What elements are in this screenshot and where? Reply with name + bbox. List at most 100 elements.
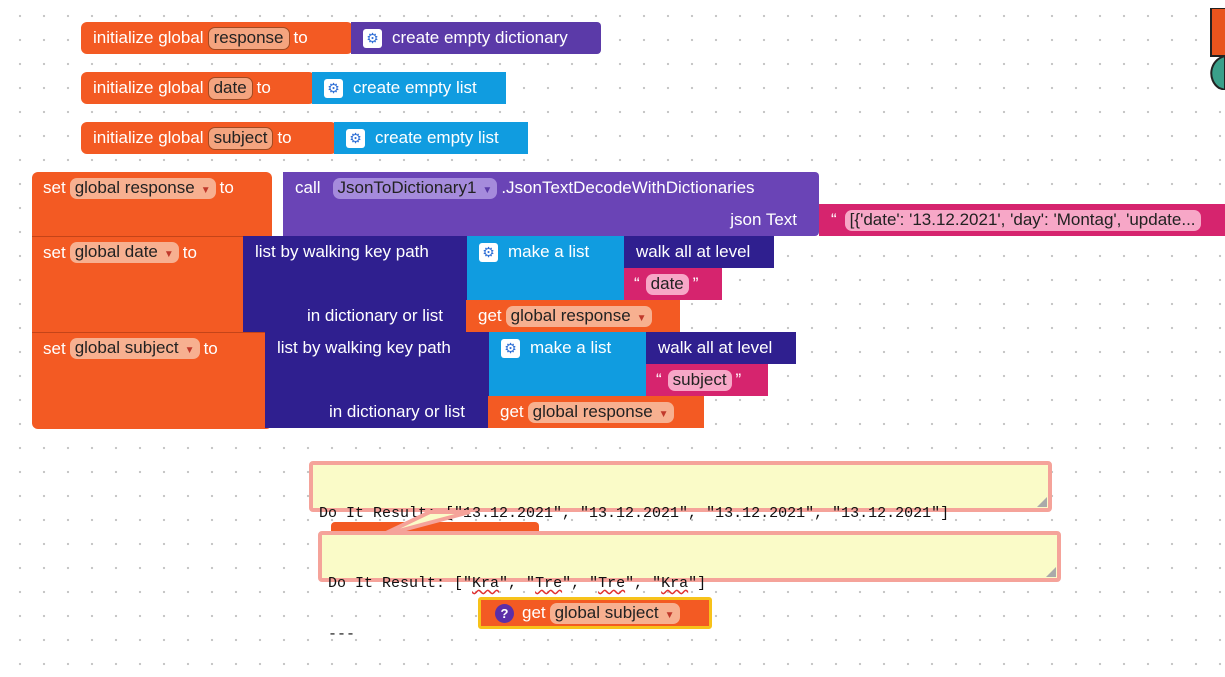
create-empty-list-label: create empty list — [353, 78, 477, 97]
to-label: to — [203, 338, 218, 358]
dropdown-caret-icon: ▼ — [200, 184, 211, 196]
question-icon[interactable]: ? — [495, 603, 514, 623]
var-dropdown-label: global date — [74, 242, 158, 261]
quote-open-icon: “ — [634, 274, 640, 293]
gear-icon[interactable]: ⚙ — [346, 128, 365, 148]
result-separator: --- — [328, 626, 356, 643]
dropdown-caret-icon: ▼ — [482, 184, 493, 196]
in-dictionary-label: in dictionary or list — [306, 306, 443, 325]
var-dropdown-global-response[interactable]: global response ▼ — [69, 177, 216, 199]
var-dropdown-global-response[interactable]: global response ▼ — [527, 401, 674, 423]
gear-icon[interactable]: ⚙ — [363, 28, 382, 48]
init-global-date-block[interactable]: initialize global date to — [81, 72, 315, 104]
get-label: get — [500, 402, 524, 421]
set-label: set — [43, 242, 66, 262]
do-it-result-bubble-subject[interactable]: Do It Result: ["Kra", "Tre", "Tre", "Kra… — [318, 531, 1061, 643]
to-label: to — [256, 78, 271, 97]
call-json-decode-block[interactable]: call JsonToDictionary1 ▼ .JsonTextDecodeW… — [283, 172, 819, 236]
create-empty-dictionary-label: create empty dictionary — [392, 28, 568, 47]
json-text-param-label: json Text — [730, 210, 797, 229]
quote-close-icon: ” — [692, 274, 699, 293]
walk-all-level-label: walk all at level — [658, 338, 773, 357]
var-dropdown-global-subject[interactable]: global subject ▼ — [69, 338, 200, 359]
init-label: initialize global — [93, 28, 204, 47]
create-empty-list-subject-block[interactable]: ⚙ create empty list — [334, 122, 528, 154]
string-value-date[interactable]: date — [645, 273, 689, 295]
gear-icon[interactable]: ⚙ — [501, 338, 520, 358]
get-global-subject-block[interactable]: ? get global subject ▼ — [478, 597, 712, 629]
set-blocks-stack[interactable] — [32, 172, 272, 429]
gear-icon[interactable]: ⚙ — [324, 78, 343, 98]
do-it-result-bubble-date[interactable]: Do It Result: ["13.12.2021", "13.12.2021… — [309, 461, 1052, 573]
make-a-list-date-block[interactable]: ⚙ make a list — [467, 236, 625, 300]
var-dropdown-label: global subject — [74, 338, 179, 357]
get-global-response-date-block[interactable]: get global response▼ — [466, 300, 680, 332]
result-item: Kra — [472, 575, 500, 592]
in-dictionary-label: in dictionary or list — [328, 402, 465, 421]
list-by-walking-key-path-subject-block[interactable]: list by walking key path in dictionary o… — [265, 332, 489, 428]
string-date-block[interactable]: “ date ” — [624, 268, 722, 300]
set-global-date-block[interactable]: set global date▼ to — [32, 236, 244, 268]
set-label: set — [43, 178, 66, 197]
to-label: to — [293, 28, 308, 47]
string-value-subject[interactable]: subject — [667, 369, 732, 391]
json-string-value[interactable]: [{'date': '13.12.2021', 'day': 'Montag',… — [844, 209, 1201, 231]
get-global-response-subject-block[interactable]: get global response ▼ — [488, 396, 704, 428]
dropdown-caret-icon: ▼ — [658, 408, 669, 420]
bubble-tail — [379, 510, 471, 538]
var-dropdown-label: global response — [532, 401, 653, 421]
init-global-response-block[interactable]: initialize global response to — [81, 22, 353, 54]
resize-handle-icon[interactable] — [1037, 497, 1047, 507]
to-label: to — [277, 128, 292, 147]
quote-open-icon: “ — [656, 370, 662, 389]
dropdown-caret-icon: ▼ — [664, 609, 675, 621]
quote-open-icon: “ — [831, 210, 837, 229]
method-label: .JsonTextDecodeWithDictionaries — [501, 178, 755, 197]
set-global-response-block[interactable]: set global response ▼ to — [32, 172, 272, 204]
var-dropdown-label: global response — [74, 177, 195, 197]
dropdown-caret-icon: ▼ — [163, 249, 174, 260]
quote-close-icon: ” — [735, 370, 742, 389]
component-dropdown[interactable]: JsonToDictionary1 ▼ — [332, 177, 498, 199]
create-empty-dictionary-block[interactable]: ⚙ create empty dictionary — [351, 22, 601, 54]
create-empty-list-date-block[interactable]: ⚙ create empty list — [312, 72, 506, 104]
init-label: initialize global — [93, 128, 204, 147]
set-global-subject-block[interactable]: set global subject ▼ to — [32, 332, 266, 364]
walk-all-at-level-date-block[interactable]: walk all at level — [624, 236, 774, 268]
string-subject-block[interactable]: “ subject ” — [646, 364, 768, 396]
call-label: call — [295, 178, 321, 197]
set-label: set — [43, 338, 66, 358]
var-dropdown-label: global subject — [554, 602, 659, 622]
create-empty-list-label: create empty list — [375, 128, 499, 147]
component-label: JsonToDictionary1 — [337, 177, 477, 197]
list-by-walking-key-path-date-block[interactable]: list by walking key path in dictionary o… — [243, 236, 467, 332]
init-global-subject-block[interactable]: initialize global subject to — [81, 122, 337, 154]
do-it-result-text: Do It Result: ["Kra", "Tre", "Tre", "Kra… — [328, 575, 707, 592]
var-dropdown-global-subject[interactable]: global subject ▼ — [549, 602, 680, 624]
result-item: Tre — [535, 575, 563, 592]
do-it-result-text: Do It Result: ["13.12.2021", "13.12.2021… — [319, 505, 950, 522]
json-string-block[interactable]: “ [{'date': '13.12.2021', 'day': 'Montag… — [819, 204, 1225, 236]
walk-all-level-label: walk all at level — [636, 242, 751, 261]
result-item: Tre — [598, 575, 626, 592]
get-label: get — [522, 603, 546, 622]
dropdown-caret-icon: ▼ — [184, 345, 195, 356]
to-label: to — [219, 178, 234, 197]
var-name-response[interactable]: response — [207, 26, 290, 50]
walk-all-at-level-subject-block[interactable]: walk all at level — [646, 332, 796, 364]
var-name-date[interactable]: date — [207, 76, 253, 100]
make-a-list-label: make a list — [508, 242, 590, 261]
trash-can-icon[interactable] — [1205, 8, 1225, 90]
gear-icon[interactable]: ⚙ — [479, 242, 498, 262]
make-a-list-label: make a list — [530, 338, 612, 357]
walk-key-path-label: list by walking key path — [277, 338, 451, 357]
result-item: Kra — [661, 575, 689, 592]
var-dropdown-global-response[interactable]: global response▼ — [505, 305, 652, 327]
dropdown-caret-icon: ▼ — [636, 312, 647, 324]
result-prefix: Do It Result: [" — [328, 575, 473, 592]
make-a-list-subject-block[interactable]: ⚙ make a list — [489, 332, 647, 396]
var-name-subject[interactable]: subject — [207, 126, 274, 150]
var-dropdown-global-date[interactable]: global date ▼ — [69, 242, 179, 263]
resize-handle-icon[interactable] — [1046, 567, 1056, 577]
walk-key-path-label: list by walking key path — [255, 242, 429, 261]
